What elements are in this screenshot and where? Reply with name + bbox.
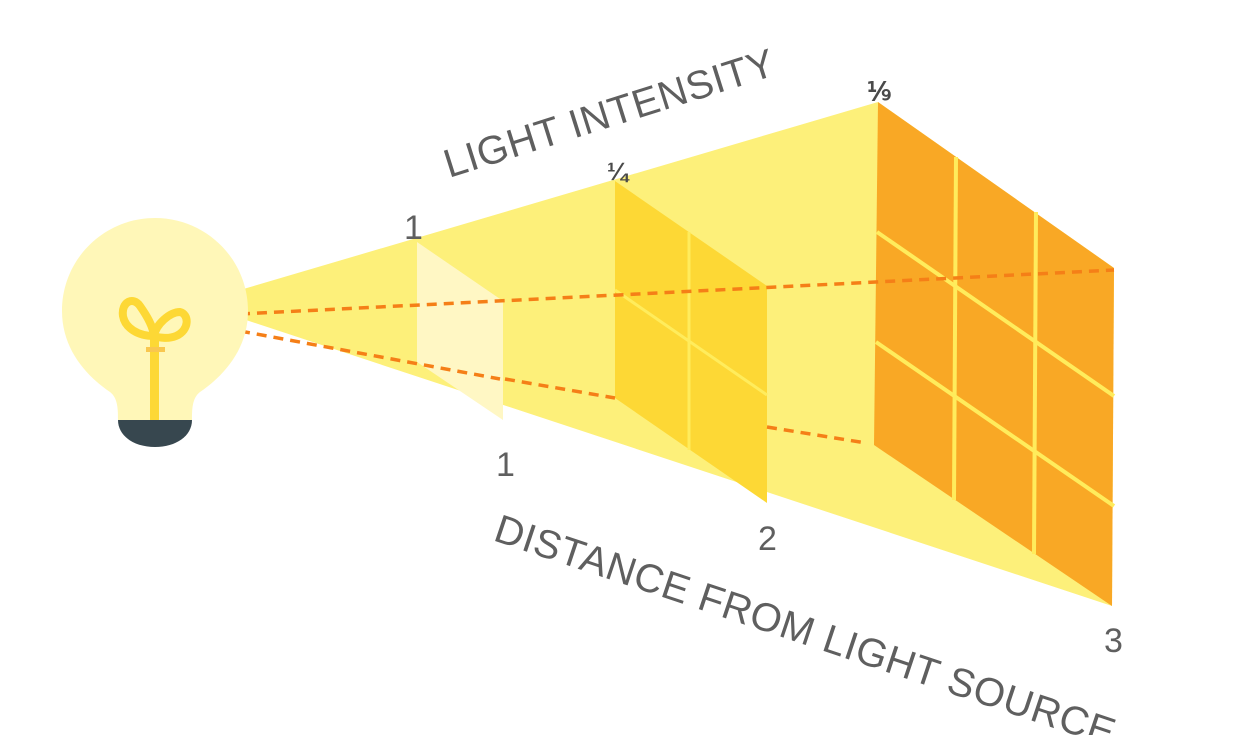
light-rays [239,268,1115,445]
ray-lower-segment-2 [504,377,616,400]
distance-label-2: 2 [758,520,777,558]
intensity-label-3: ⅑ [867,78,891,106]
distance-label-3: 3 [1104,622,1123,660]
intensity-label-1: 1 [404,209,423,247]
distance-label-1: 1 [496,446,515,484]
ray-upper [239,268,1115,316]
light-bulb-icon [62,218,248,447]
panel-distance-3 [874,102,1116,606]
panel-distance-2 [614,181,768,503]
intensity-label-2: ¼ [607,158,630,186]
